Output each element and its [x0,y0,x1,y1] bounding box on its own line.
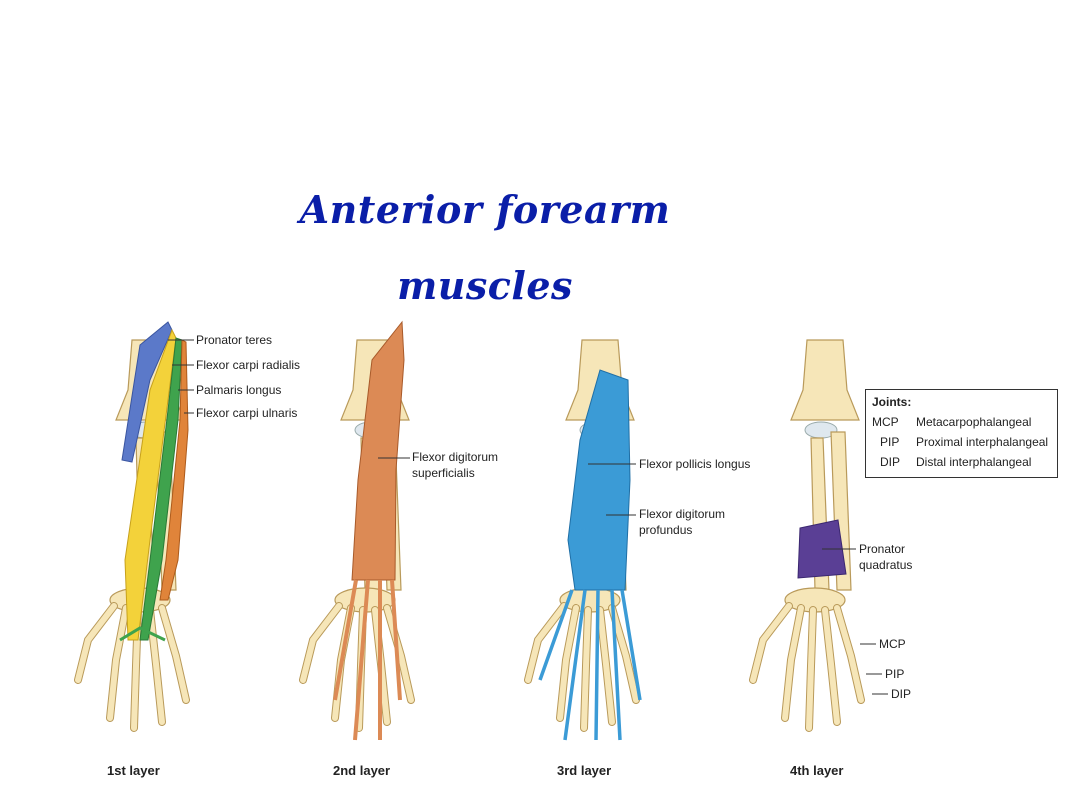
third-layer-figure [528,339,642,741]
title-line-1: Anterior forearm [299,187,671,232]
label-pip: PIP [885,667,905,681]
caption-second-layer: 2nd layer [333,763,391,778]
caption-fourth-layer: 4th layer [790,763,844,778]
label-flexor-digitorum-profundus-2: profundus [639,523,693,537]
first-layer-figure [78,321,188,728]
label-flexor-carpi-ulnaris: Flexor carpi ulnaris [196,406,298,420]
caption-first-layer: 1st layer [107,763,160,778]
joint-abbr: DIP [880,455,901,469]
caption-third-layer: 3rd layer [557,763,612,778]
label-palmaris-longus: Palmaris longus [196,383,282,397]
label-flexor-digitorum-superficialis-1: Flexor digitorum [412,450,499,464]
joint-abbr: MCP [872,415,899,429]
label-pronator-quadratus-1: Pronator [859,542,906,556]
joint-abbr: PIP [880,435,900,449]
joints-legend: Joints: MCP Metacarpophalangeal PIP Prox… [865,389,1058,478]
label-flexor-digitorum-profundus-1: Flexor digitorum [639,507,726,521]
fourth-layer-figure [753,339,861,728]
label-flexor-carpi-radialis: Flexor carpi radialis [196,358,301,372]
leader-lines [168,339,888,695]
slide-title: Anterior forearm muscles [280,172,690,324]
title-line-2: muscles [397,263,573,308]
joint-full-name: Distal interphalangeal [916,455,1032,469]
label-flexor-digitorum-superficialis-2: superficialis [412,466,475,480]
joints-legend-title: Joints: [872,395,912,409]
label-dip: DIP [891,687,912,701]
label-pronator-teres: Pronator teres [196,333,273,347]
joint-full-name: Metacarpophalangeal [916,415,1032,429]
label-pronator-quadratus-2: quadratus [859,558,913,572]
joint-full-name: Proximal interphalangeal [916,435,1049,449]
label-flexor-pollicis-longus: Flexor pollicis longus [639,457,751,471]
second-layer-figure [303,320,411,741]
label-mcp: MCP [879,637,906,651]
